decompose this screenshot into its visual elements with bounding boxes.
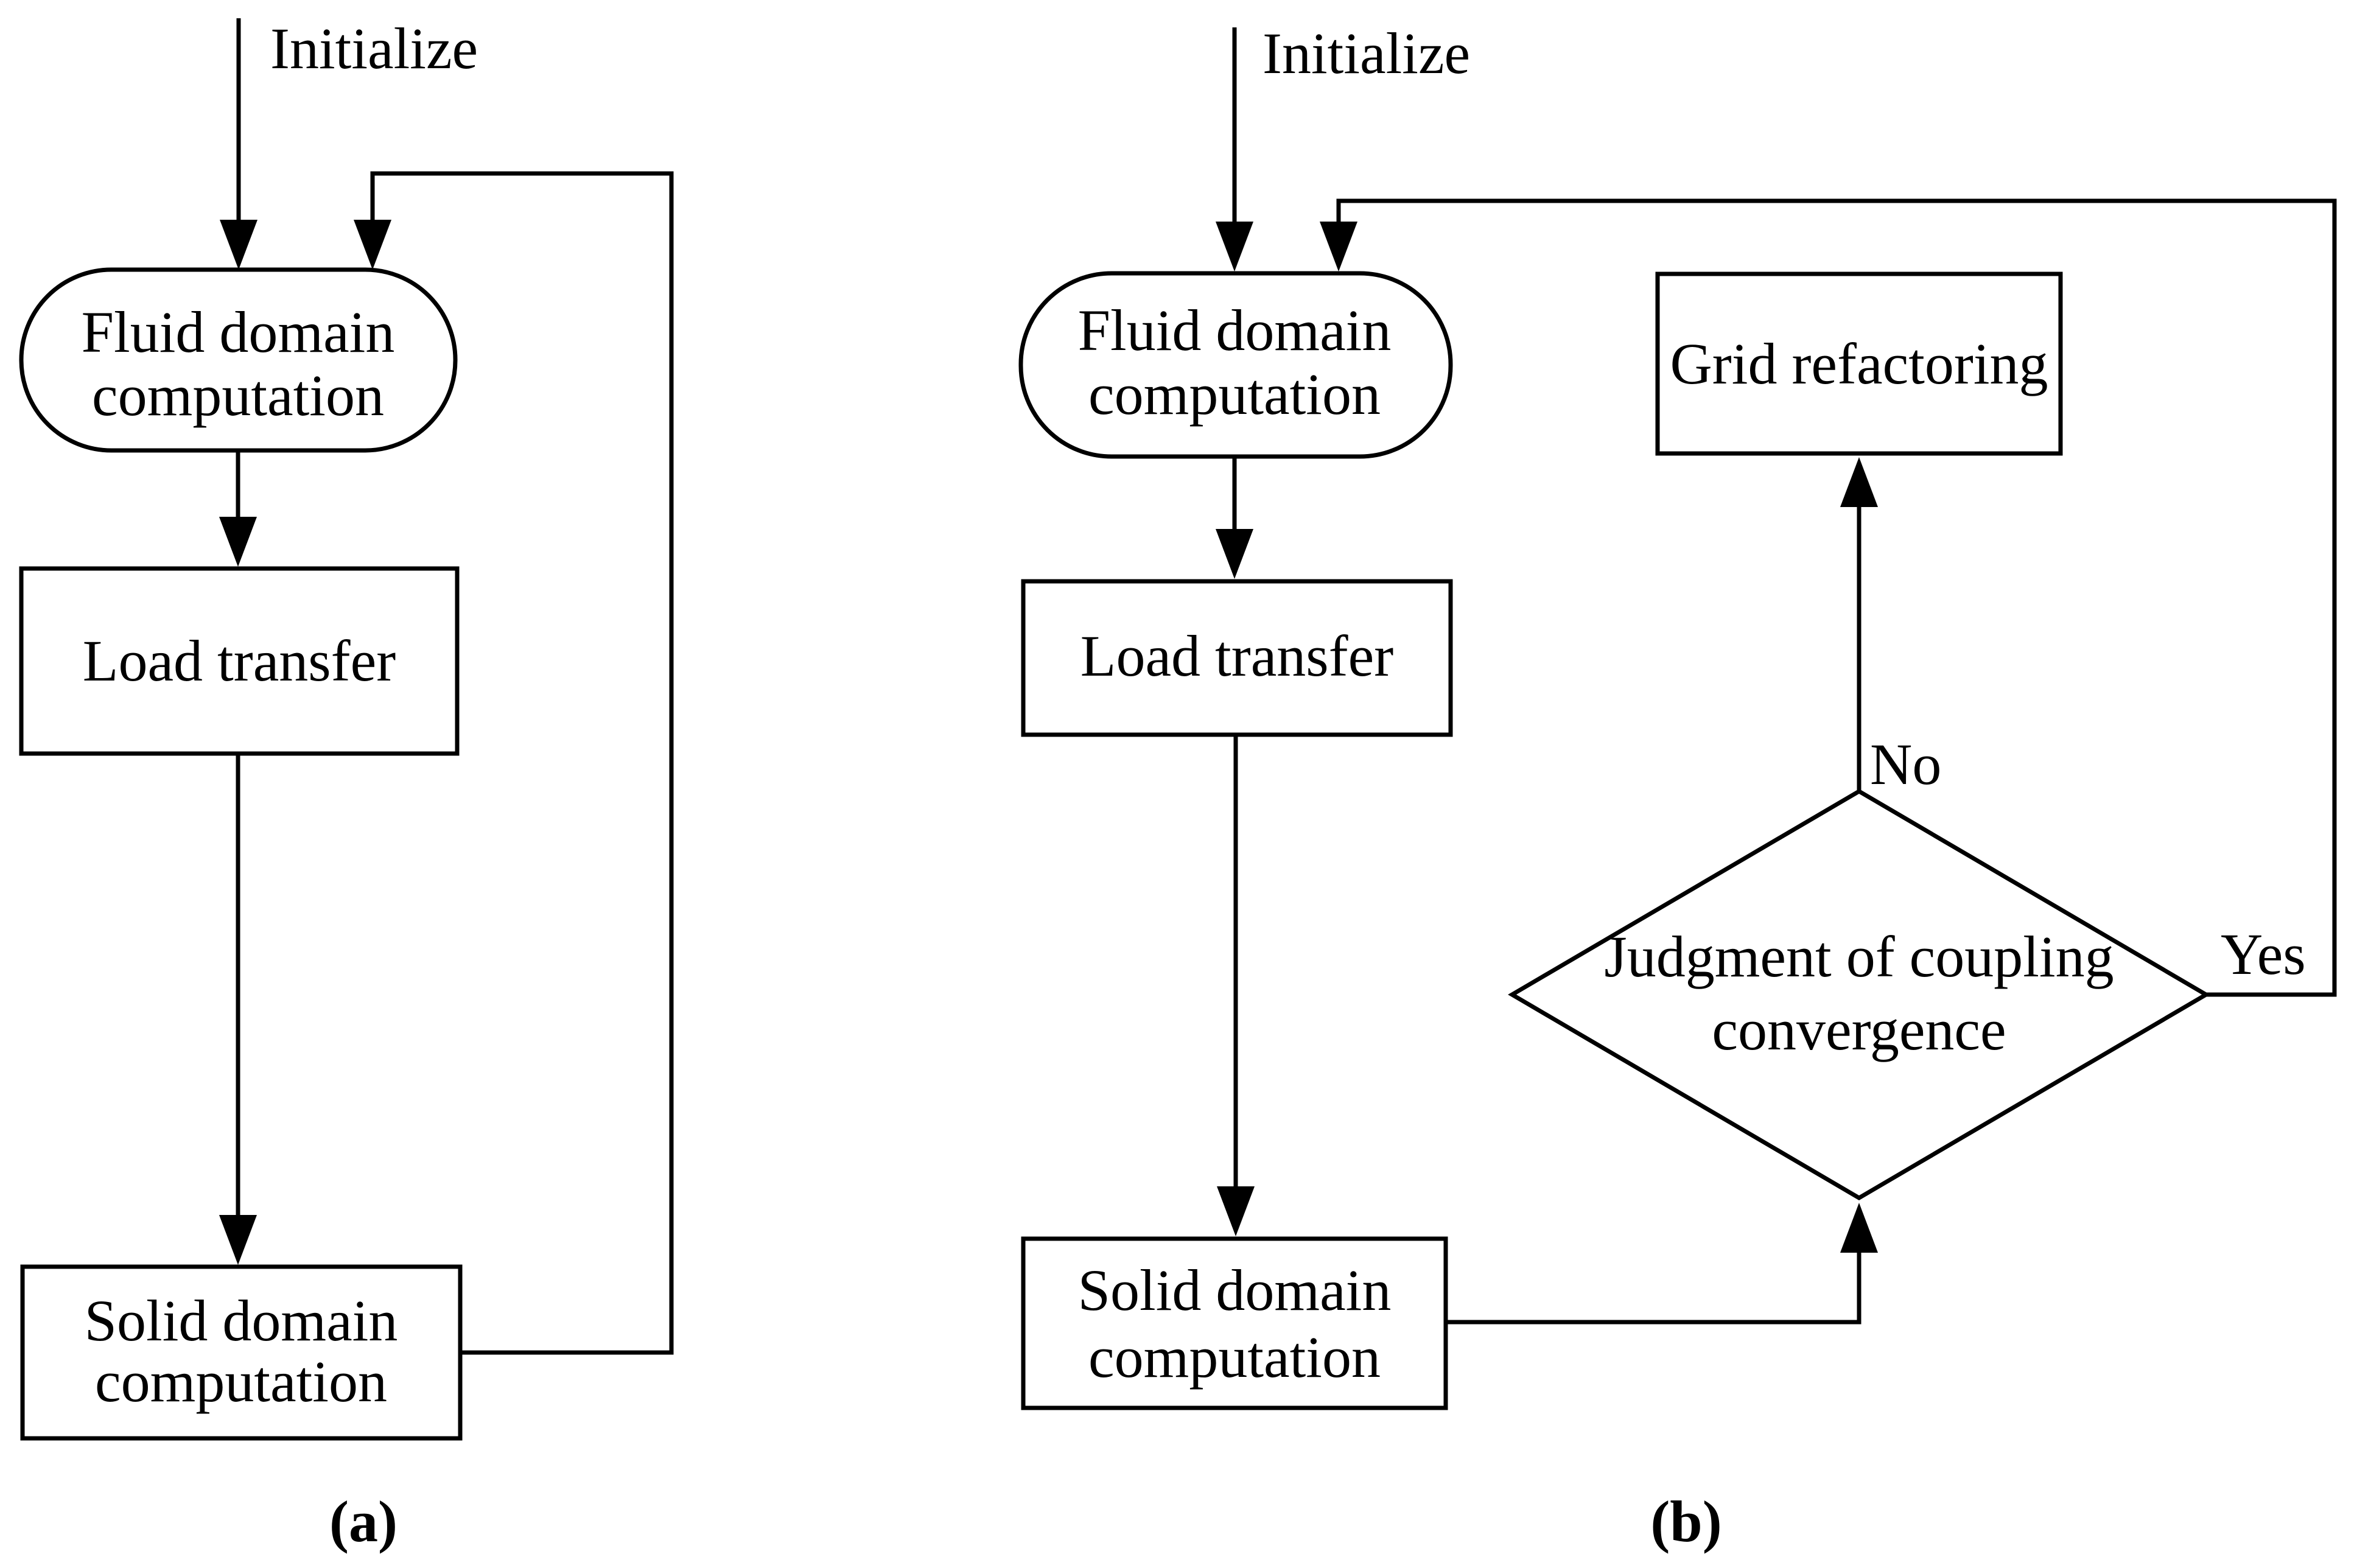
edge-solid-to-judgment-b bbox=[1446, 1203, 1878, 1325]
edge-initialize-a bbox=[220, 18, 257, 270]
node-solid-domain-a-line1: Solid domain bbox=[85, 1288, 398, 1353]
edge-line bbox=[370, 171, 674, 1355]
edge-initialize-b bbox=[1216, 27, 1253, 271]
edge-load-to-solid-b bbox=[1217, 735, 1255, 1236]
node-fluid-domain-a-line1: Fluid domain bbox=[82, 299, 395, 365]
node-solid-domain-a bbox=[20, 1264, 463, 1441]
node-fluid-domain-b-line2: computation bbox=[1088, 362, 1381, 427]
node-judgment-diamond-b bbox=[1508, 788, 2210, 1201]
arrow-down-icon bbox=[219, 1215, 257, 1265]
edge-label-yes: Yes bbox=[2221, 922, 2306, 987]
edge-line bbox=[1446, 1251, 1861, 1325]
node-load-transfer-a bbox=[19, 566, 460, 756]
node-grid-refactoring-b-label: Grid refactoring bbox=[1670, 331, 2048, 396]
arrow-up-icon bbox=[1840, 1203, 1878, 1253]
node-solid-domain-b-line1: Solid domain bbox=[1078, 1258, 1392, 1323]
arrow-down-icon bbox=[1320, 222, 1357, 271]
start-label-a: Initialize bbox=[270, 16, 478, 81]
arrow-down-icon bbox=[219, 517, 257, 567]
edge-fluid-to-load-b bbox=[1216, 457, 1253, 579]
caption-b: (b) bbox=[1650, 1489, 1721, 1554]
node-grid-refactoring-b bbox=[1655, 271, 2063, 456]
node-fluid-domain-b-line1: Fluid domain bbox=[1078, 298, 1392, 363]
arrow-down-icon bbox=[354, 220, 391, 270]
arrow-down-icon bbox=[1216, 529, 1253, 579]
node-load-transfer-b bbox=[1021, 579, 1453, 737]
flowchart-b: Initialize Fluid domain computation Load… bbox=[1018, 21, 2337, 1554]
edge-no-to-grid-b bbox=[1840, 457, 1878, 791]
node-solid-domain-b-line2: computation bbox=[1088, 1325, 1381, 1390]
edge-line bbox=[1336, 198, 2337, 997]
node-solid-domain-a-line2: computation bbox=[95, 1349, 387, 1414]
node-fluid-domain-a-line2: computation bbox=[92, 363, 384, 428]
edge-yes-feedback-loop-b bbox=[1320, 198, 2337, 997]
node-load-transfer-a-label: Load transfer bbox=[83, 628, 396, 693]
arrow-down-icon bbox=[1216, 222, 1253, 271]
start-label-b: Initialize bbox=[1263, 21, 1470, 86]
arrow-up-icon bbox=[1840, 457, 1878, 507]
flowchart-a: Initialize Fluid domain computation Load… bbox=[19, 16, 674, 1554]
edge-fluid-to-load-a bbox=[219, 450, 257, 567]
caption-a: (a) bbox=[329, 1489, 398, 1554]
edge-load-to-solid-a bbox=[219, 754, 257, 1265]
arrow-down-icon bbox=[220, 220, 257, 270]
node-judgment-b-line2: convergence bbox=[1712, 997, 2006, 1062]
edge-label-no: No bbox=[1870, 732, 1941, 797]
arrow-down-icon bbox=[1217, 1186, 1255, 1236]
edge-feedback-loop-a bbox=[354, 171, 674, 1355]
node-judgment-b-line1: Judgment of coupling bbox=[1604, 924, 2114, 989]
node-load-transfer-b-label: Load transfer bbox=[1080, 623, 1393, 688]
